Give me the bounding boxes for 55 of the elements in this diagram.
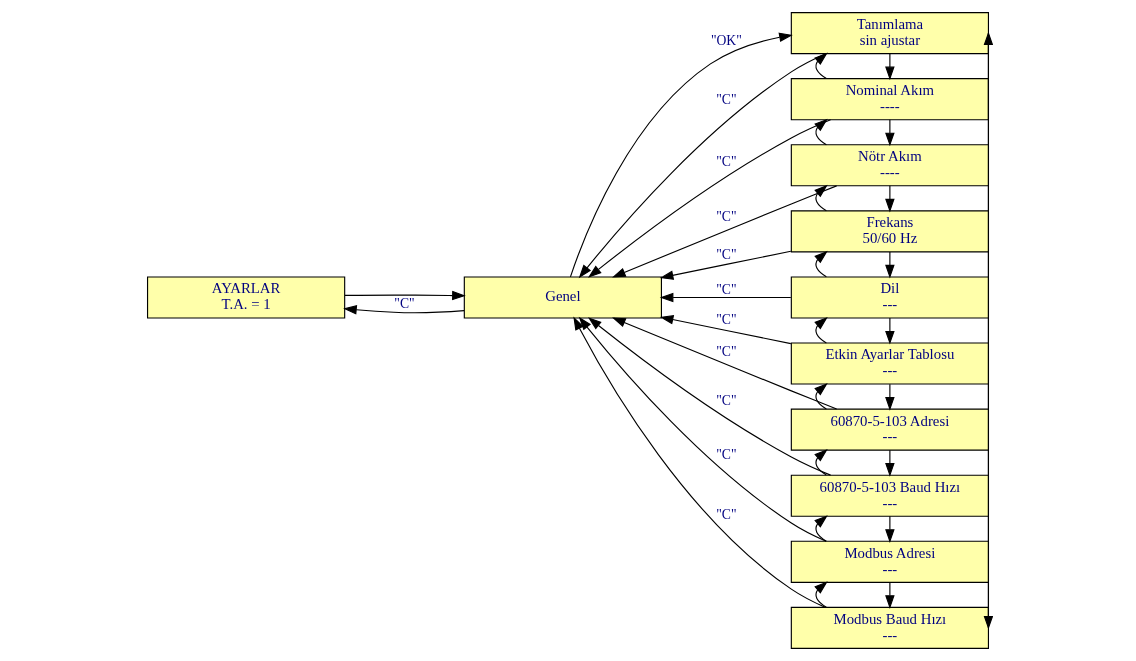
arrow (885, 119, 895, 147)
edge-label: "C" (716, 446, 737, 462)
arrow (343, 305, 465, 315)
node-box: Nötr Akım ---- (790, 144, 989, 187)
edge-label: "C" (716, 92, 737, 108)
arrow (578, 316, 827, 542)
node-box: Genel (463, 276, 662, 319)
edge-label: "C" (394, 296, 415, 312)
arrow (569, 32, 793, 278)
arrow (814, 449, 828, 476)
node-box: Tanımlama sin ajustar (790, 12, 989, 55)
arrow (885, 515, 895, 543)
node-box: Modbus Baud Hızı --- (790, 606, 989, 649)
edge-label: "C" (716, 153, 737, 169)
arrow (885, 185, 895, 213)
arrow (659, 292, 792, 303)
arrow (814, 184, 828, 212)
edge-label: "C" (716, 344, 737, 360)
arrow (659, 250, 792, 280)
arrow (573, 316, 826, 608)
edge-label: "C" (716, 247, 737, 263)
arrow (814, 118, 828, 146)
arrow (344, 290, 466, 301)
arrow (814, 52, 828, 80)
arrow (885, 317, 895, 345)
node-box: Frekans 50/60 Hz (790, 210, 989, 253)
arrow (612, 185, 838, 278)
node-box: Dil --- (790, 276, 989, 319)
arrow (885, 251, 895, 279)
node-box: Nominal Akım ---- (790, 78, 989, 121)
arrow (885, 53, 895, 81)
arrow (885, 449, 895, 477)
node-box: 60870-5-103 Adresi --- (790, 408, 989, 451)
edge-label: "C" (716, 312, 737, 328)
node-box: 60870-5-103 Baud Hızı --- (790, 474, 989, 517)
node-box: Modbus Adresi --- (790, 540, 989, 583)
arrow (814, 250, 828, 278)
edge-label: "OK" (710, 33, 742, 49)
edge-label: "C" (716, 208, 737, 224)
edge-label: "C" (716, 393, 737, 409)
edge-label: "C" (716, 507, 737, 523)
arrow (885, 581, 895, 609)
arrow (659, 314, 792, 345)
arrow (814, 515, 828, 542)
arrow (587, 119, 832, 278)
node-box: Etkin Ayarlar Tablosu --- (790, 342, 989, 385)
arrow (814, 316, 828, 344)
node-box: AYARLAR T.A. = 1 (147, 276, 346, 319)
arrow (587, 317, 832, 476)
arrow (814, 581, 828, 608)
arrow (885, 383, 895, 411)
arrow (578, 53, 827, 279)
edge-label: "C" (716, 281, 737, 297)
arrow (814, 383, 828, 410)
arrow (612, 317, 838, 410)
